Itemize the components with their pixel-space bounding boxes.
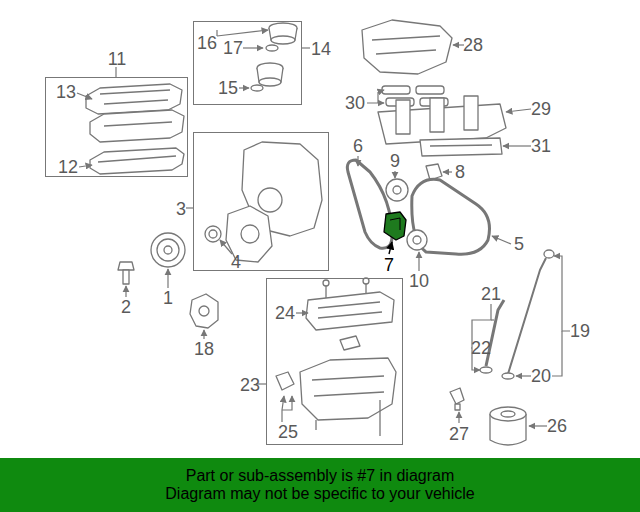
timing-chain [347,160,489,254]
callout-number: 14 [311,40,331,58]
notice-band: Part or sub-assembly is #7 in diagramDia… [0,458,640,512]
notice-text: Diagram may not be specific to your vehi… [165,485,474,503]
chain-guide-highlight [384,212,406,240]
callout-number: 18 [194,340,214,358]
callout-number: 15 [218,79,238,97]
callout-number: 2 [121,298,131,316]
callout-number: 21 [481,285,501,303]
valve-cover [86,84,184,174]
leader-line [389,242,392,254]
callout-number: 26 [547,417,567,435]
callout-number: 6 [353,137,363,155]
notice-text: Part or sub-assembly is #7 in diagram [186,467,455,485]
callout-number: 13 [56,83,76,101]
callout-number: 25 [278,423,298,441]
callout-number: 10 [409,272,429,290]
group-box: 3 [193,132,329,271]
callout-number: 30 [345,94,365,112]
intake-manifold [362,20,506,156]
callout-number: 5 [514,235,524,253]
callout-number: 31 [531,137,551,155]
callout-number: 17 [223,39,243,57]
callout-number: 22 [471,339,491,357]
callout-number: 3 [176,200,186,218]
callout-number: 12 [58,158,78,176]
leader-lines [77,30,570,426]
callout-number: 8 [455,163,465,181]
callout-number: 20 [531,367,551,385]
callout-number: 27 [449,425,469,443]
oil-pan [276,278,396,436]
timing-cover [205,142,322,262]
callout-number: 29 [531,100,551,118]
callout-number: 11 [108,50,127,68]
callout-number: 28 [463,36,483,54]
callout-number: 19 [570,322,590,340]
water-pump [190,294,218,328]
oil-cap [251,23,297,91]
callout-number: 4 [231,253,241,271]
callout-number: 23 [240,376,260,394]
crank-pulley [118,233,185,284]
callout-number: 16 [197,34,217,52]
callout-number: 9 [390,152,400,170]
callout-number: 1 [163,289,173,307]
callout-number: 7 [384,256,394,274]
callout-number: 24 [275,304,295,322]
